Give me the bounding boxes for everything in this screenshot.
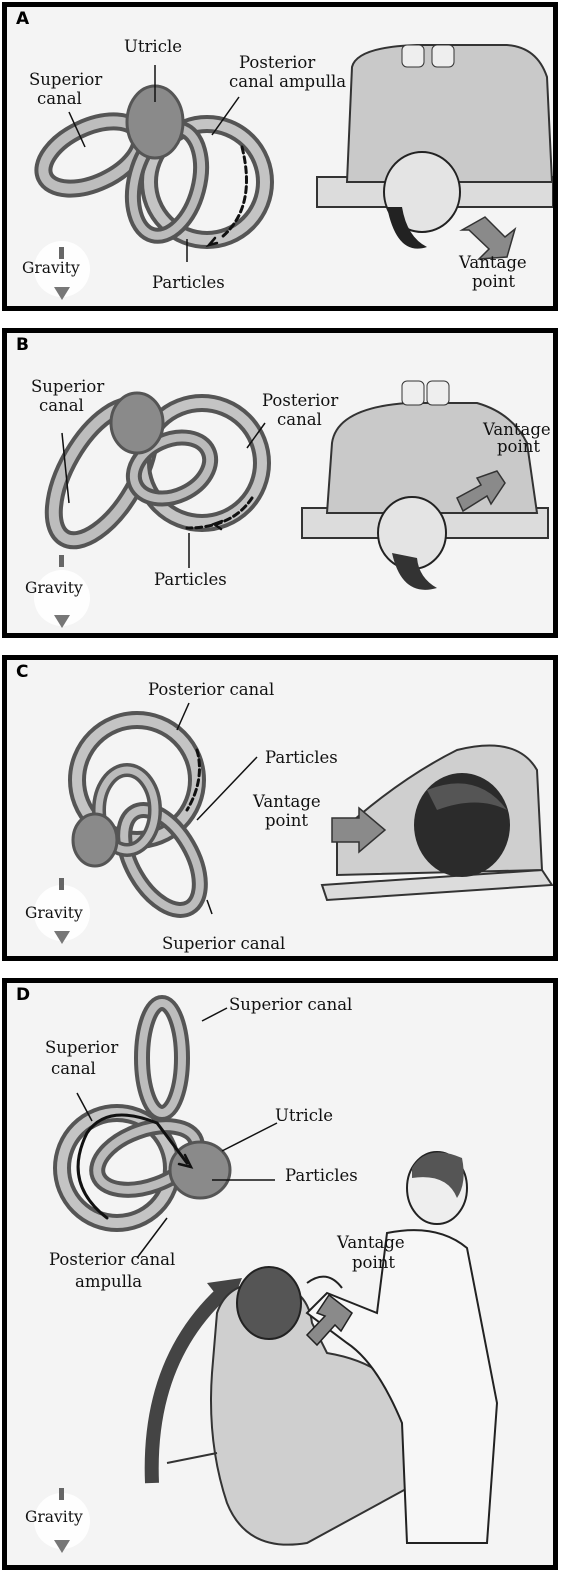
label-particles: Particles xyxy=(265,748,338,767)
label-superior-canal-left-line1: Superior xyxy=(45,1038,118,1057)
label-gravity: Gravity xyxy=(25,579,83,597)
label-superior-canal-line1: Superior xyxy=(31,377,104,396)
label-gravity: Gravity xyxy=(22,259,80,277)
label-superior-canal-line2: canal xyxy=(37,89,82,108)
label-particles: Particles xyxy=(154,570,227,589)
label-vantage-line1: Vantage xyxy=(337,1233,405,1252)
label-superior-canal: Superior canal xyxy=(162,934,285,953)
label-posterior-canal-line1: Posterior xyxy=(262,391,338,410)
label-vantage-line2: point xyxy=(472,272,515,291)
label-posterior-canal-line2: canal xyxy=(277,410,322,429)
panel-c: C Posterior canal Particles Vantage poin… xyxy=(2,655,558,961)
panel-letter: B xyxy=(16,335,29,355)
label-gravity: Gravity xyxy=(25,904,83,922)
label-vantage-line1: Vantage xyxy=(253,792,321,811)
label-posterior-ampulla-line1: Posterior canal xyxy=(49,1250,175,1269)
label-utricle: Utricle xyxy=(124,37,182,56)
label-posterior-ampulla-line2: canal ampulla xyxy=(229,72,346,91)
panel-d: D Superior canal Superior canal Utricle … xyxy=(2,978,558,1570)
panel-letter: D xyxy=(16,985,30,1005)
panel-a: A Utricle Superior canal Posterior canal… xyxy=(2,2,558,311)
label-utricle: Utricle xyxy=(275,1106,333,1125)
label-superior-canal-top: Superior canal xyxy=(229,995,352,1014)
label-particles: Particles xyxy=(285,1166,358,1185)
label-posterior-ampulla-line1: Posterior xyxy=(239,53,315,72)
panel-letter: C xyxy=(16,662,28,682)
label-superior-canal-line2: canal xyxy=(39,396,84,415)
patient-illustration xyxy=(317,45,553,249)
label-vantage-line2: point xyxy=(497,437,540,456)
label-vantage-line1: Vantage xyxy=(459,253,527,272)
label-superior-canal-line1: Superior xyxy=(29,70,102,89)
label-posterior-canal: Posterior canal xyxy=(148,680,274,699)
label-posterior-ampulla-line2: ampulla xyxy=(75,1272,142,1291)
label-particles: Particles xyxy=(152,273,225,292)
label-vantage-line2: point xyxy=(352,1253,395,1272)
label-superior-canal-left-line2: canal xyxy=(51,1059,96,1078)
label-vantage-line2: point xyxy=(265,811,308,830)
panel-b: B Superior canal Posterior canal Particl… xyxy=(2,328,558,638)
patient-illustration xyxy=(302,381,548,590)
label-gravity: Gravity xyxy=(25,1508,83,1526)
panel-letter: A xyxy=(16,9,29,29)
semicircular-canal-illustration xyxy=(73,720,215,923)
semicircular-canal-illustration xyxy=(34,391,262,556)
